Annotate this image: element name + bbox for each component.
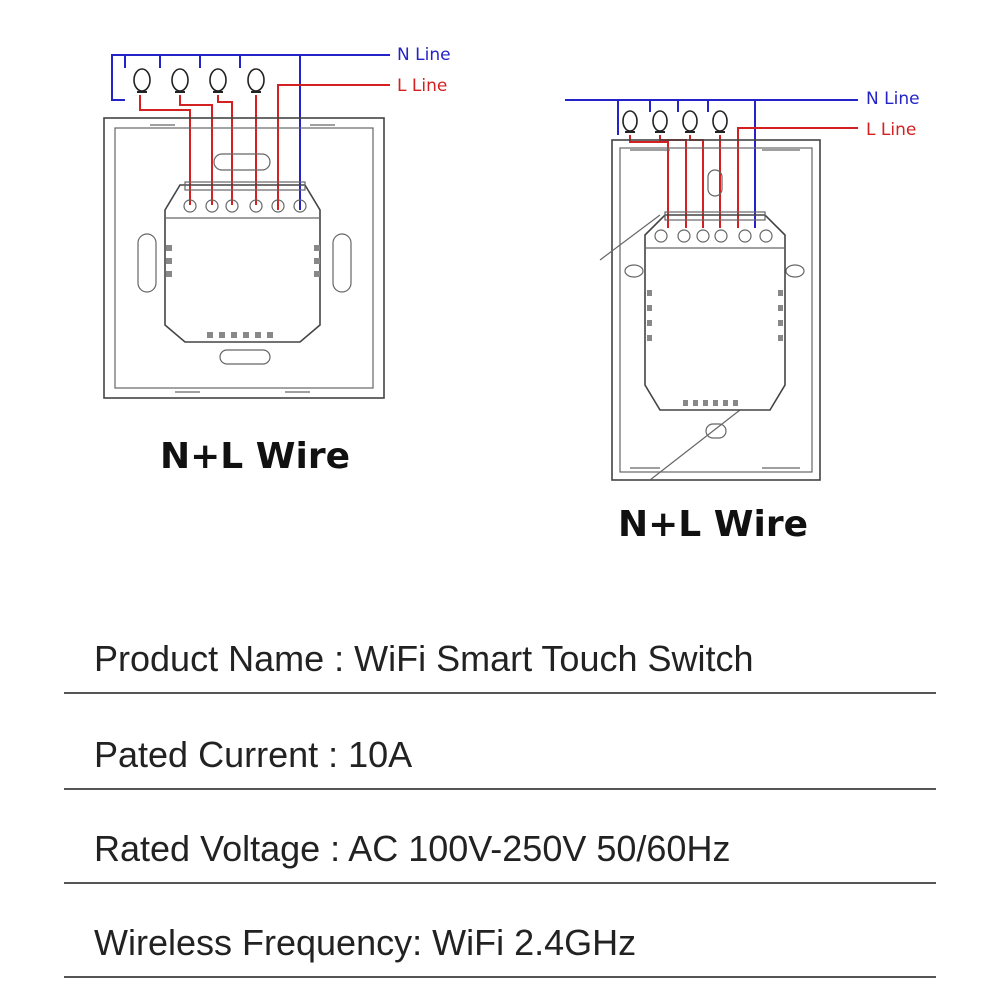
bulb-icon <box>247 68 265 93</box>
spec-row-rated-voltage: Rated Voltage : AC 100V-250V 50/60Hz <box>64 810 936 884</box>
bulb-icon <box>712 110 728 133</box>
diagram-caption-left: N+L Wire <box>160 436 350 477</box>
bulb-icon <box>133 68 151 93</box>
bulb-icon <box>171 68 189 93</box>
diagram-caption-right: N+L Wire <box>618 504 808 545</box>
bulb-icon <box>682 110 698 133</box>
bulb-icon <box>622 110 638 133</box>
terminal-screws <box>183 199 307 213</box>
spec-row-rated-current: Pated Current : 10A <box>64 716 936 790</box>
spec-text: Wireless Frequency: WiFi 2.4GHz <box>94 922 637 963</box>
bulb-icons <box>133 68 265 93</box>
bulb-icons <box>622 110 728 133</box>
switch-body <box>103 117 385 399</box>
bulb-icon <box>652 110 668 133</box>
spec-text: Rated Voltage : AC 100V-250V 50/60Hz <box>94 828 731 869</box>
n-line-wire <box>565 99 858 228</box>
spec-text: Pated Current : 10A <box>94 734 413 775</box>
l-line-label: L Line <box>397 76 447 96</box>
switch-body <box>599 139 821 481</box>
terminal-screws <box>654 229 773 243</box>
l-line-wire <box>629 127 858 228</box>
n-line-label: N Line <box>866 89 920 109</box>
n-line-wire <box>111 54 390 210</box>
l-line-label: L Line <box>866 120 916 140</box>
spec-row-wireless-frequency: Wireless Frequency: WiFi 2.4GHz <box>64 904 936 978</box>
bulb-icon <box>209 68 227 93</box>
l-line-wire <box>139 84 390 210</box>
n-line-label: N Line <box>397 45 451 65</box>
spec-row-product-name: Product Name : WiFi Smart Touch Switch <box>64 620 936 694</box>
spec-text: Product Name : WiFi Smart Touch Switch <box>94 638 754 679</box>
